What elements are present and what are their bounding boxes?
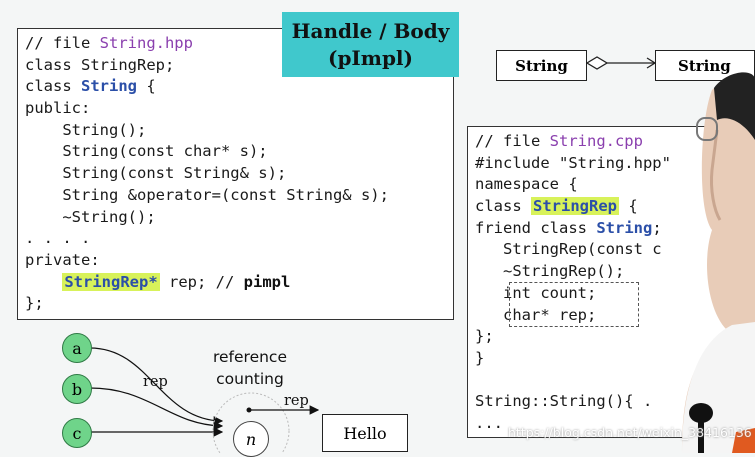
code-line: StringRep(const c: [475, 239, 671, 261]
code-line: // file String.hpp: [25, 33, 389, 55]
code-line: namespace {: [475, 174, 671, 196]
code-token: }: [475, 348, 485, 367]
code-token: friend class: [475, 218, 597, 237]
code-token: String: [596, 218, 653, 237]
handle-c: c: [62, 418, 92, 448]
code-token: // file: [25, 34, 100, 52]
body-text: Hello: [343, 423, 387, 443]
counter-label: n: [245, 429, 257, 449]
code-line: String::String(){ .: [475, 391, 671, 413]
code-token: String.hpp: [99, 34, 193, 52]
code-line: ...: [475, 413, 671, 435]
code-token: {: [619, 197, 638, 216]
code-token: private:: [25, 250, 100, 269]
code-line: char* rep;: [475, 305, 671, 327]
uml-class-left-label: String: [515, 56, 568, 75]
body-box: Hello: [322, 414, 408, 452]
code-line: private:: [25, 250, 389, 272]
code-token: class: [25, 77, 81, 96]
code-token: ~String();: [25, 207, 156, 226]
code-token: pimpl: [243, 272, 291, 291]
slide-title-line2: (pImpl): [327, 46, 413, 70]
code-line: . . . .: [25, 228, 389, 250]
uml-class-left: String: [496, 50, 587, 81]
code-token: String(const String& s);: [25, 164, 287, 183]
code-line: class StringRep {: [475, 196, 671, 218]
code-token: };: [25, 294, 44, 313]
code-line: #include "String.hpp": [475, 153, 671, 175]
code-token: [25, 273, 62, 291]
presenter-image: [682, 72, 755, 453]
code-line: };: [25, 293, 389, 315]
counter-node: n: [233, 421, 269, 457]
code-line: String &operator=(const String& s);: [25, 185, 389, 207]
refcount-caption-line2: counting: [216, 370, 284, 388]
code-token: ~StringRep();: [475, 262, 625, 281]
code-token: String &operator=(const String& s);: [25, 185, 389, 204]
handle-b-label: b: [71, 379, 83, 399]
code-token: String(const char* s);: [25, 142, 268, 161]
code-line: StringRep* rep; // pimpl: [25, 272, 389, 294]
code-token: ;: [652, 218, 662, 237]
code-token: char* rep;: [475, 305, 597, 324]
code-line: }: [475, 348, 671, 370]
watermark-text: https://blog.csdn.net/weixin_38416136: [508, 425, 752, 440]
slide-title-line1: Handle / Body: [291, 19, 450, 43]
code-line: // file String.cpp: [475, 131, 671, 153]
code-token: class: [475, 197, 531, 216]
uml-class-right-label: String: [678, 56, 731, 75]
code-line: String();: [25, 120, 389, 142]
code-token: namespace {: [475, 175, 578, 194]
code-token: // file: [475, 132, 550, 150]
code-line: class String {: [25, 76, 389, 98]
code-token: {: [137, 77, 156, 96]
refcount-caption: reference counting: [200, 346, 300, 390]
refcount-caption-line1: reference: [212, 348, 287, 366]
handle-a: a: [62, 333, 92, 363]
code-line: };: [475, 326, 671, 348]
code-token: #include "String.hpp": [475, 153, 671, 172]
code-token: String.cpp: [549, 132, 643, 150]
code-token: ...: [475, 413, 503, 432]
code-token: String::String(){ .: [475, 392, 653, 411]
code-token: . . . .: [25, 229, 91, 248]
code-token: StringRep(const c: [475, 240, 662, 259]
handle-b: b: [62, 374, 92, 404]
code-line: String(const char* s);: [25, 141, 389, 163]
code-token: };: [475, 327, 494, 346]
slide-title: Handle / Body (pImpl): [282, 12, 459, 77]
cpp-code-listing: // file String.cpp#include "String.hpp"n…: [475, 131, 671, 435]
code-token: StringRep*: [62, 272, 160, 291]
handle-a-label: a: [72, 338, 82, 358]
uml-aggregation-link: [587, 56, 657, 70]
code-line: String(const String& s);: [25, 163, 389, 185]
code-line: [475, 370, 671, 392]
code-token: rep; //: [159, 272, 244, 291]
code-token: StringRep: [531, 197, 619, 216]
code-line: ~StringRep();: [475, 261, 671, 283]
rep-label-right: rep: [284, 393, 309, 409]
code-line: ~String();: [25, 207, 389, 229]
code-line: public:: [25, 98, 389, 120]
code-line: friend class String;: [475, 218, 671, 240]
code-token: class StringRep;: [25, 55, 175, 74]
rep-label-left: rep: [143, 374, 168, 390]
refcount-arrows: [89, 347, 320, 453]
code-token: String: [81, 77, 137, 96]
code-line: class StringRep;: [25, 55, 389, 77]
member-fields-box: [509, 282, 639, 327]
code-token: public:: [25, 99, 91, 118]
code-token: String();: [25, 120, 147, 139]
handle-c-label: c: [72, 423, 82, 443]
